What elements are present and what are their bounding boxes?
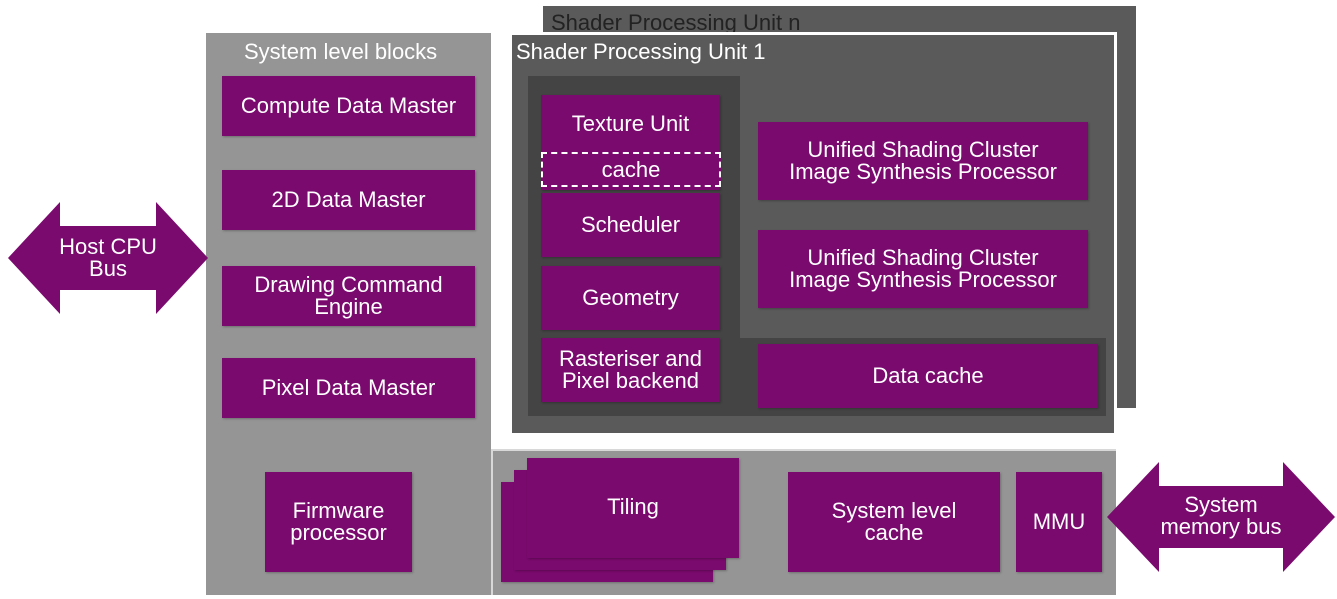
data-master-2d-label: 2D Data Master [271, 187, 426, 212]
rasteriser-block: Rasteriser and Pixel backend [541, 338, 720, 402]
usc-2-label: Unified Shading Cluster Image Synthesis … [789, 245, 1057, 292]
system-level-cache-block: System level cache [788, 472, 1000, 572]
rasteriser-label: Rasteriser and Pixel backend [558, 346, 703, 393]
mmu-block: MMU [1016, 472, 1102, 572]
texture-cache-label: cache [601, 156, 661, 182]
spu-n-title: Shader Processing Unit n [551, 10, 801, 35]
scheduler-block: Scheduler [541, 193, 720, 257]
drawing-command-engine-block: Drawing Command Engine [222, 266, 475, 326]
pixel-data-master-label: Pixel Data Master [261, 375, 436, 400]
geometry-label: Geometry [582, 285, 679, 310]
bottom-strip-divider [491, 451, 493, 595]
unified-shading-cluster-2: Unified Shading Cluster Image Synthesis … [758, 230, 1088, 308]
texture-unit-label: Texture Unit [571, 111, 690, 136]
tiling-block: Tiling [527, 458, 739, 558]
mmu-label: MMU [1032, 509, 1086, 534]
compute-data-master-block: Compute Data Master [222, 76, 475, 136]
compute-data-master-label: Compute Data Master [240, 93, 457, 118]
unified-shading-cluster-1: Unified Shading Cluster Image Synthesis … [758, 122, 1088, 200]
host-cpu-bus-label: Host CPU Bus [59, 234, 157, 281]
spu-1-title: Shader Processing Unit 1 [516, 39, 766, 64]
pixel-data-master-block: Pixel Data Master [222, 358, 475, 418]
system-level-blocks-title: System level blocks [244, 39, 438, 64]
system-level-cache-label: System level cache [831, 498, 957, 545]
data-cache-label: Data cache [872, 363, 984, 388]
system-memory-bus-arrow [1107, 462, 1335, 572]
texture-cache-block: cache [541, 152, 721, 187]
firmware-processor-block: Firmware processor [265, 472, 412, 572]
host-cpu-bus-arrow [8, 202, 208, 314]
tiling-label: Tiling [607, 494, 659, 519]
geometry-block: Geometry [541, 266, 720, 330]
firmware-processor-label: Firmware processor [290, 498, 387, 545]
data-master-2d-block: 2D Data Master [222, 170, 475, 230]
system-memory-bus-label: System memory bus [1160, 492, 1282, 539]
drawing-command-engine-label: Drawing Command Engine [254, 272, 443, 319]
scheduler-label: Scheduler [580, 212, 681, 237]
usc-1-label: Unified Shading Cluster Image Synthesis … [789, 137, 1057, 184]
data-cache-block: Data cache [758, 344, 1098, 408]
bottom-strip-top-line [491, 449, 1116, 451]
